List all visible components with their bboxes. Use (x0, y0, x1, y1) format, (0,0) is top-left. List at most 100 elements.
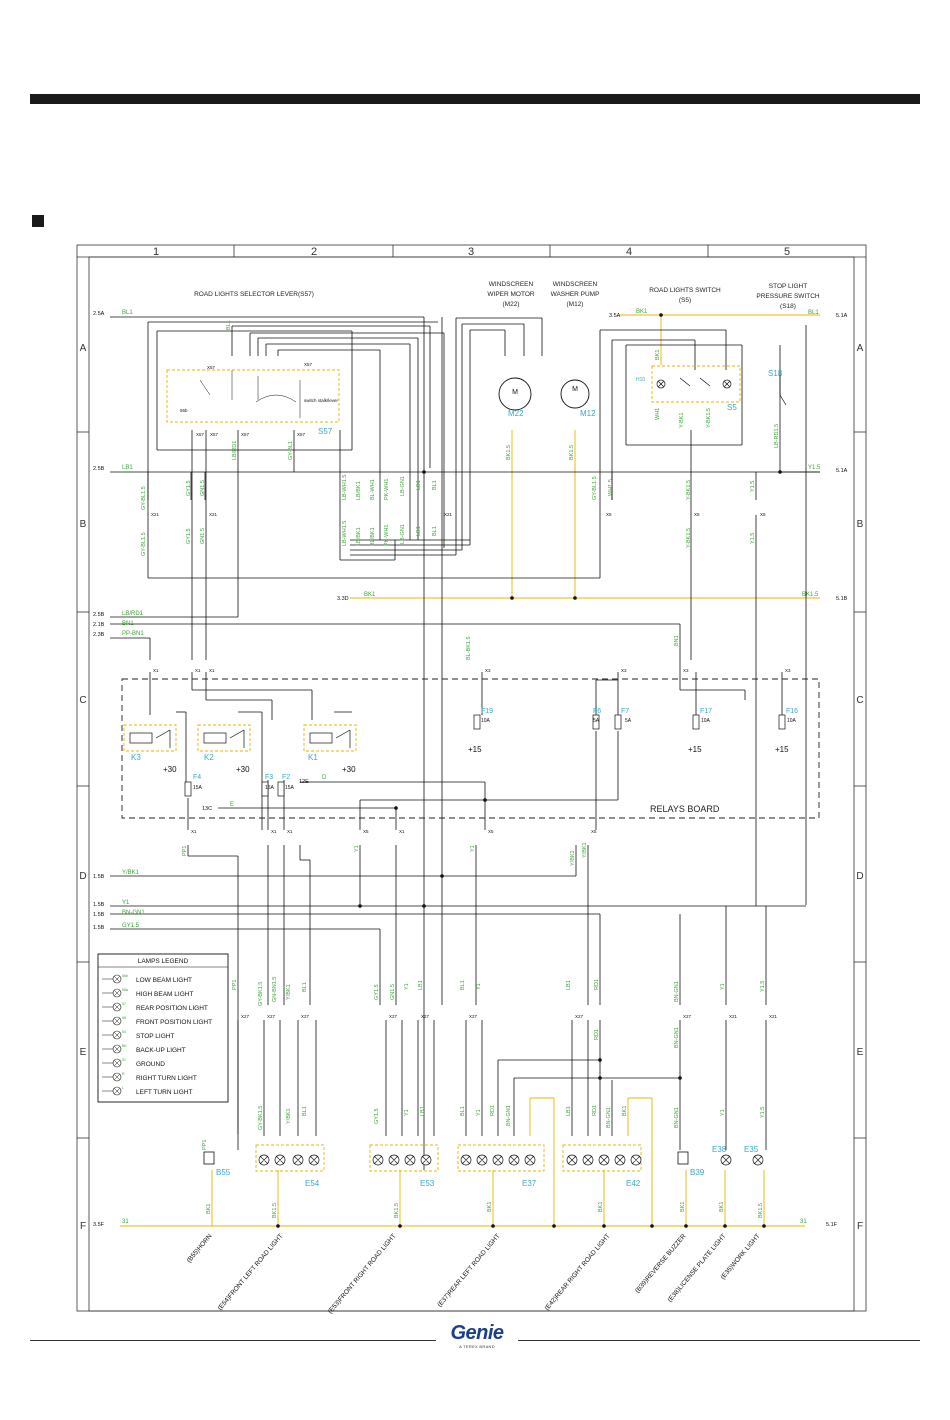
legend-label: HIGH BEAM LIGHT (136, 991, 193, 998)
top-bus-wire: BK1 (636, 309, 648, 315)
connector-tag: X27 (267, 1014, 276, 1019)
wire-label: BL-WH1 (370, 479, 376, 500)
connector-tag: X3 (621, 668, 627, 673)
row-letter: F (857, 1221, 863, 1232)
supply-plus30: +30 (236, 765, 250, 774)
row-letter: B (857, 519, 864, 530)
device-caption: (E54)FRONT LEFT ROAD LIGHT (217, 1233, 285, 1312)
relay-symbols (129, 729, 351, 748)
connector-tag: X5 (760, 512, 766, 517)
right-ref: 5.1A (836, 468, 848, 474)
left-wire: BN-GN1 (122, 910, 145, 916)
legend-code: 56b (122, 974, 128, 978)
wire-label: LB-GN1 (400, 524, 406, 544)
logo-word: Genie (450, 1322, 504, 1344)
left-wire: LB/RD1 (122, 611, 144, 617)
e37-label: E37 (522, 1179, 537, 1188)
wire-label: Y1 (720, 1109, 726, 1116)
wire-label: LB-WH1.5 (342, 475, 348, 500)
switch-symbols (656, 375, 787, 406)
device-caption: (E35)WORK LIGHT (719, 1233, 761, 1281)
road-lights-switch-title: (S5) (679, 297, 691, 304)
left-ref: 2.5A (93, 311, 105, 317)
wire-label: GY-BK1.5 (258, 1106, 264, 1130)
row-letter: A (80, 343, 87, 354)
connector-tag: X21 (444, 512, 453, 517)
device-caption: (E42)REAR RIGHT ROAD LIGHT (544, 1233, 612, 1312)
section-bullet (32, 215, 44, 227)
connector-tag: X1 (191, 829, 197, 834)
wire-label: Y1 (354, 845, 360, 852)
row-letter: A (857, 343, 864, 354)
fuse-f16-id: F16 (786, 708, 798, 715)
connector-tag: X27 (301, 1014, 310, 1019)
wire-label: RD1 (592, 1105, 598, 1116)
wire-label: LB/BK1 (356, 527, 362, 546)
connector-tag: X1 (153, 668, 159, 673)
e38-label: E38 (712, 1145, 727, 1154)
e54-box (255, 1144, 325, 1172)
row-letter: E (80, 1047, 87, 1058)
fuse-f19-id: F19 (481, 708, 493, 715)
connector-tag: X1 (195, 668, 201, 673)
wire-label: Y1 (720, 983, 726, 990)
left-wire: BN1 (122, 621, 134, 627)
connector-tag: X27 (389, 1014, 398, 1019)
wire-label: BN-GN1 (506, 1105, 512, 1126)
connector-tag: X1 (271, 829, 277, 834)
wire-label: GN-BN1.5 (272, 977, 278, 1002)
legend-label: GROUND (136, 1061, 165, 1068)
connector-tag: X3 (485, 668, 491, 673)
legend-label: LOW BEAM LIGHT (136, 977, 192, 984)
column-number: 1 (153, 246, 159, 258)
wire-label: Y-BK1 (679, 413, 685, 428)
wire-label: Y/BK1 (582, 842, 588, 858)
wire-label: GY1.5 (186, 528, 192, 544)
h10-label: H10 (636, 377, 645, 383)
wire-label: RD1 (490, 1105, 496, 1116)
connector-tag: X21 (151, 512, 160, 517)
supply-plus15: +15 (775, 745, 789, 754)
wire-label: GY1.5 (186, 480, 192, 496)
bk-bus-wire: BK1 (364, 592, 376, 598)
wire-label: BL1 (432, 526, 438, 536)
bus-13c-ref: 13C (202, 806, 212, 812)
left-wire: Y/BK1 (122, 870, 140, 876)
supply-plus15: +15 (468, 745, 482, 754)
right-ref: 5.1B (836, 596, 848, 602)
b39-label: B39 (690, 1168, 705, 1177)
wire-label: GY1.5 (374, 1108, 380, 1124)
connector-tag: X5 (591, 829, 597, 834)
wire-label: Y-BK1.5 (706, 408, 712, 428)
row-letter: F (80, 1221, 86, 1232)
wire-label: BN-GN1 (674, 1027, 680, 1048)
connector-tag: X1 (399, 829, 405, 834)
legend-code: 31 (122, 1058, 126, 1062)
washer-pump-m: M (572, 386, 578, 393)
connector-tag: X27 (469, 1014, 478, 1019)
s18-label: S18 (768, 369, 783, 378)
k3-box (123, 724, 177, 752)
wire-label: Y1.5 (760, 981, 766, 992)
selector-lever-title: ROAD LIGHTS SELECTOR LEVER(S57) (194, 291, 314, 298)
washer-pump-title: (M12) (567, 301, 584, 308)
supply-plus15: +15 (688, 745, 702, 754)
wire-label: BK1 (598, 1202, 604, 1212)
connector-tag: X1 (209, 668, 215, 673)
relay-k2-label: K2 (204, 753, 214, 762)
wire-label: BK1.5 (569, 445, 575, 460)
right-wire: Y1.5 (808, 465, 821, 471)
device-caption: (E37)REAR LEFT ROAD LIGHT (436, 1233, 501, 1309)
wire-label: Y-BK1.5 (686, 528, 692, 548)
left-ref: 3.5F (93, 1222, 105, 1228)
connector-tag: X3 (683, 668, 689, 673)
legend-code: L (122, 1086, 124, 1090)
wire-label: GY-BL1.5 (592, 476, 598, 500)
fuse-f17-id: F17 (700, 708, 712, 715)
connector-tag: X57 (207, 365, 216, 370)
connector-tag: X57 (304, 362, 313, 367)
e53-box (369, 1144, 439, 1172)
legend-label: RIGHT TURN LIGHT (136, 1075, 197, 1082)
signal-wiring (110, 316, 820, 1170)
left-ref: 1.5B (93, 874, 105, 880)
